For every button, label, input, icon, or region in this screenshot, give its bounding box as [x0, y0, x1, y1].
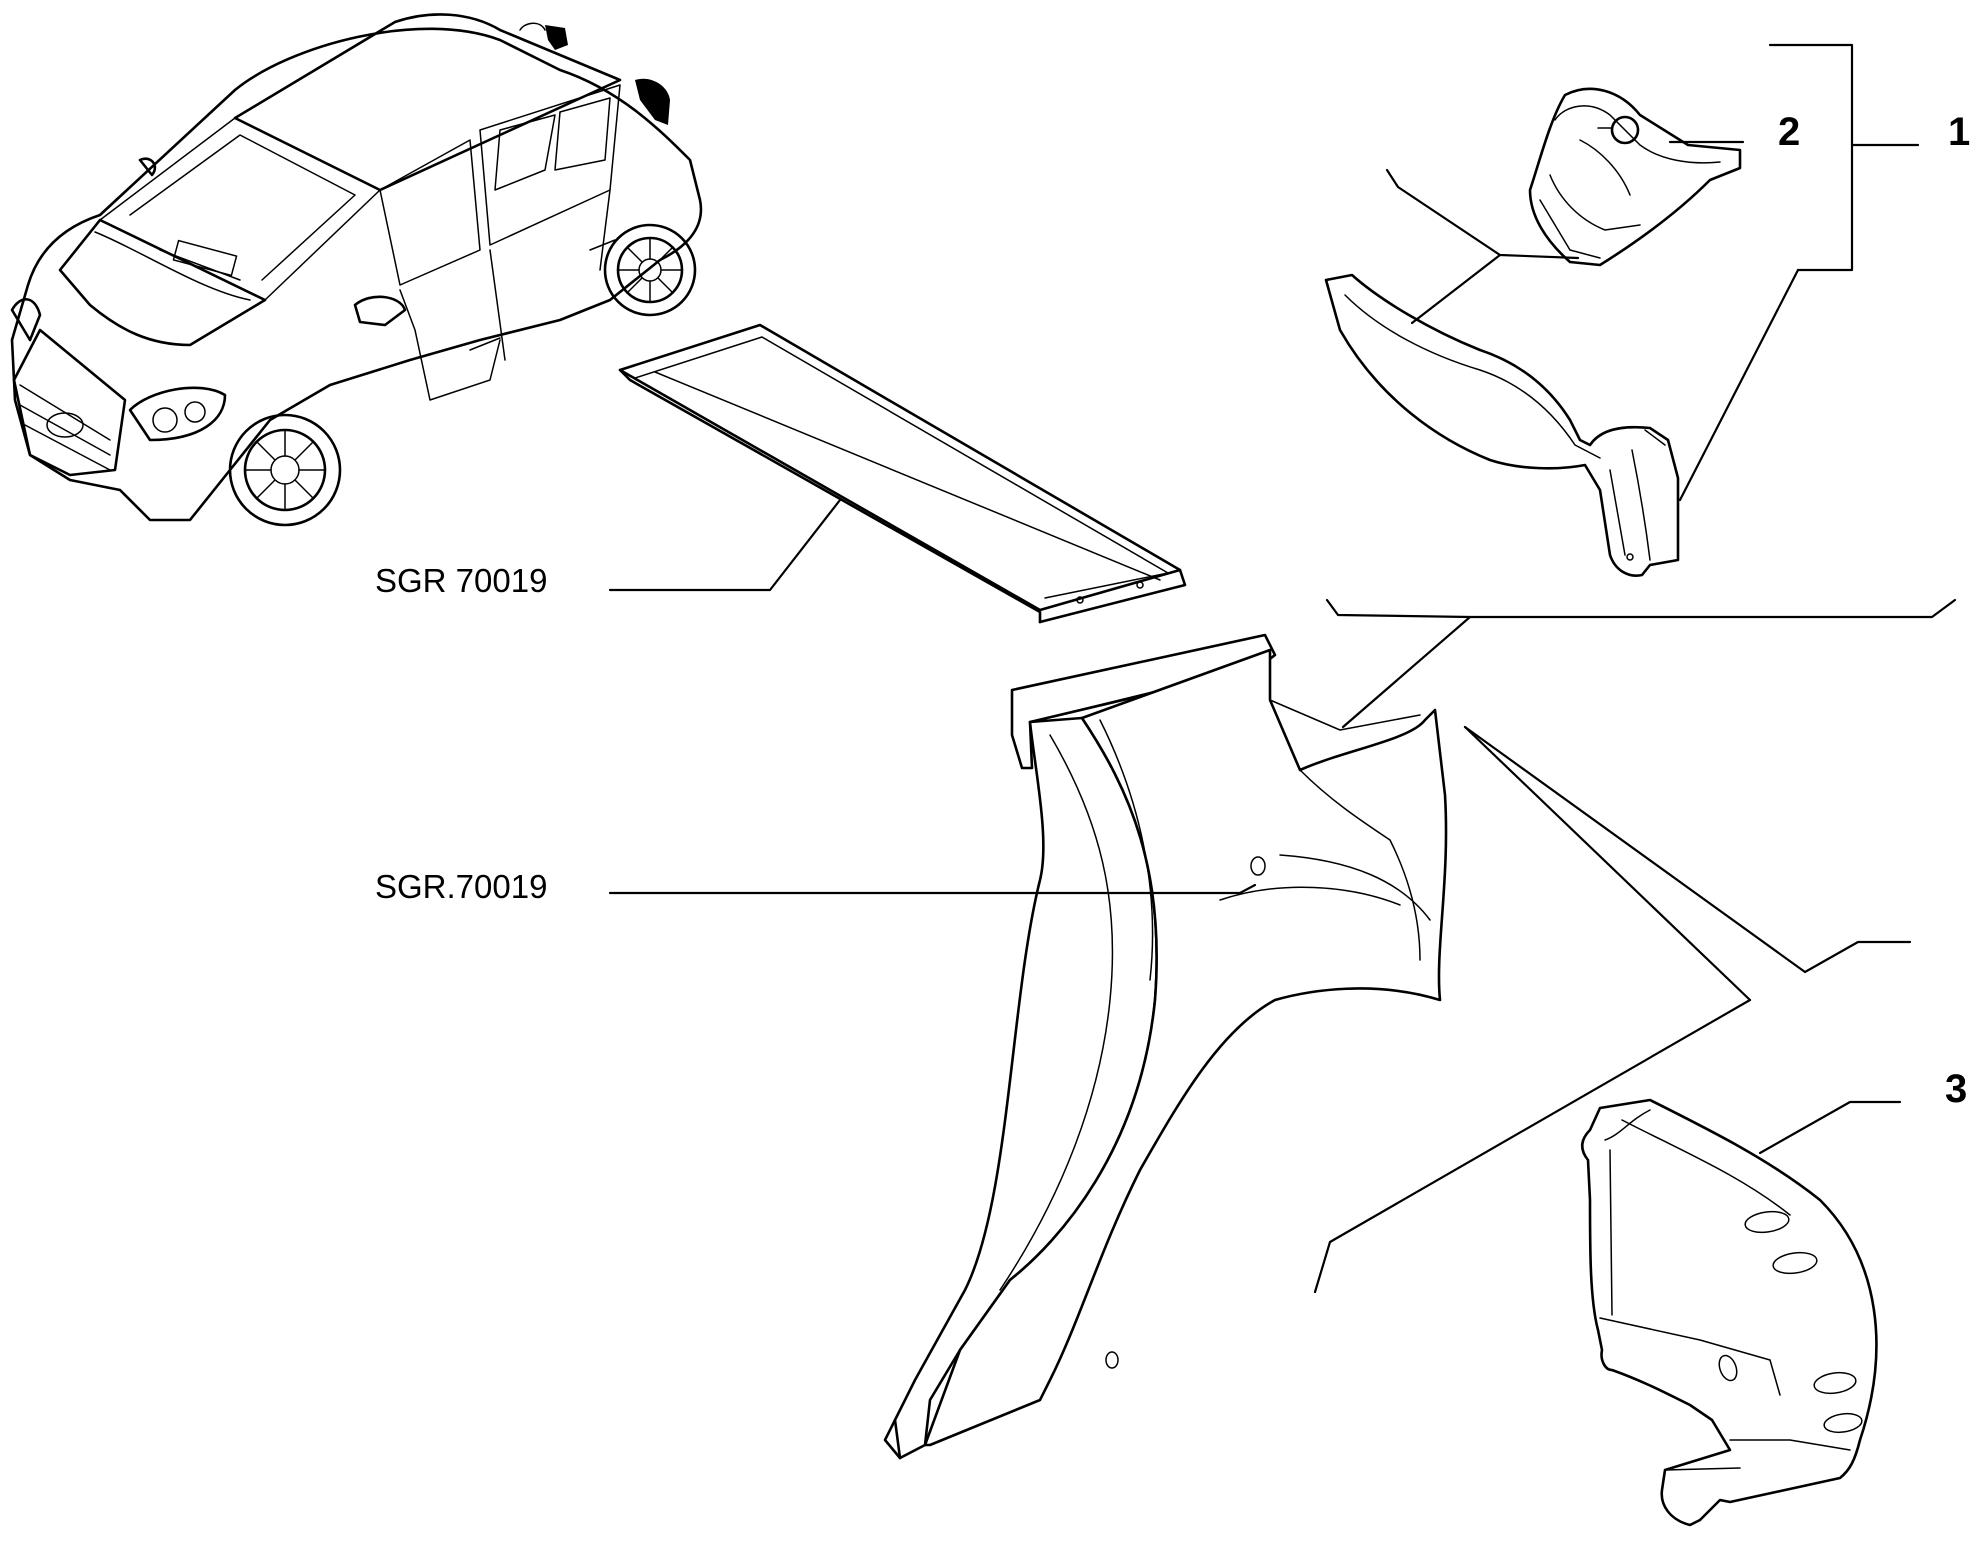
upper-reference-label: SGR 70019 — [375, 562, 547, 599]
callout-number-2: 2 — [1778, 110, 1800, 154]
roof-panel-part — [618, 323, 1187, 624]
upper-reference-leader — [608, 498, 842, 592]
guide-lines — [1313, 168, 1957, 1294]
car-overview-drawing — [10, 13, 703, 527]
side-panel-part — [883, 633, 1448, 1460]
part-2-cap — [1528, 87, 1742, 267]
part-1-channel — [1324, 273, 1680, 577]
lower-reference-label: SGR.70019 — [375, 868, 547, 905]
callout-bracket-group — [1668, 43, 1920, 1155]
callout-number-3: 3 — [1945, 1067, 1967, 1111]
lower-reference-leader — [608, 883, 1257, 895]
callout-number-1: 1 — [1948, 110, 1970, 154]
part-3-liner — [1580, 1098, 1878, 1527]
